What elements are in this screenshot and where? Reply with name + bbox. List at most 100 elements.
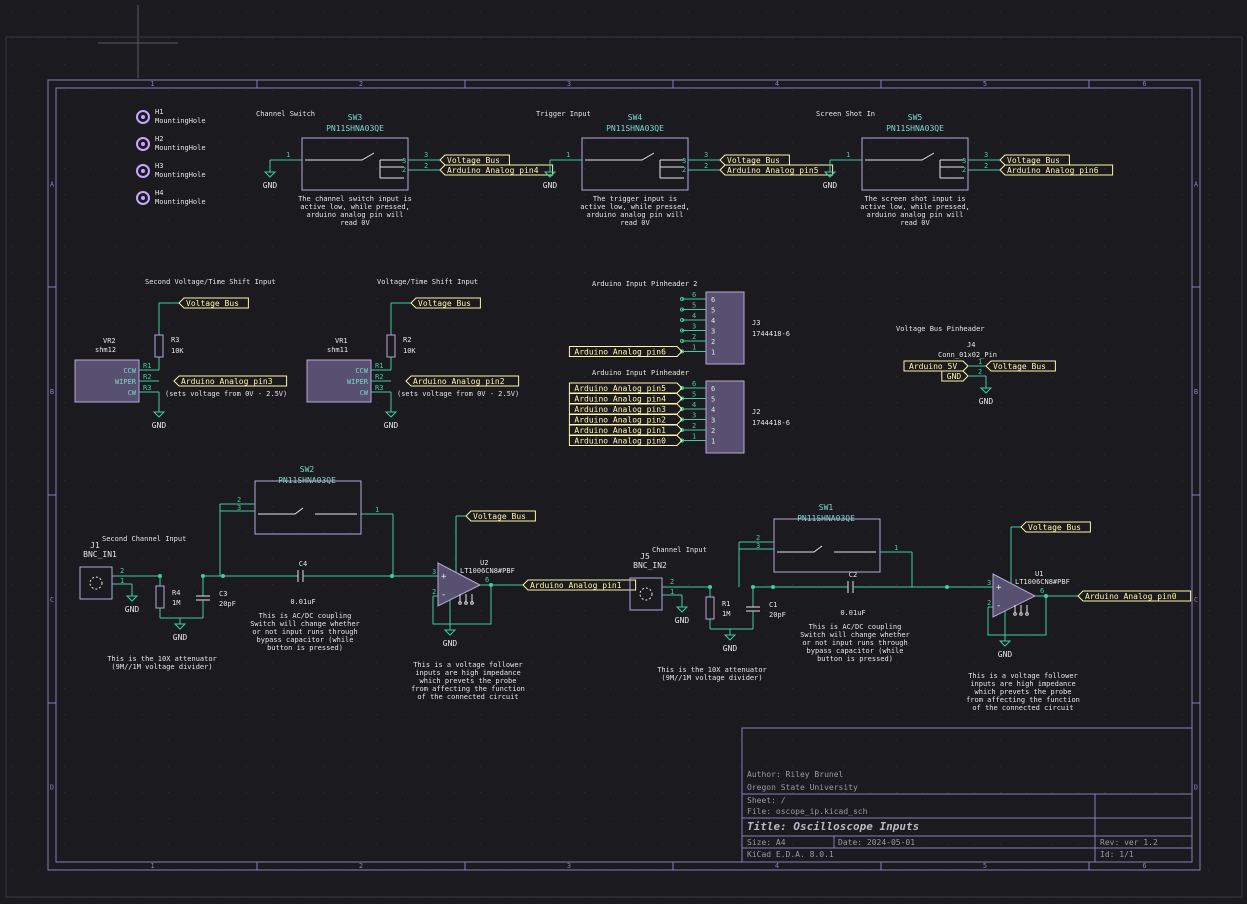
pin-number: 6 <box>692 291 696 299</box>
grid-dot <box>428 116 429 117</box>
grid-dot <box>1104 402 1105 403</box>
grid-dot <box>38 168 39 169</box>
grid-dot <box>480 350 481 351</box>
grid-dot <box>558 428 559 429</box>
grid-dot <box>12 818 13 819</box>
grid-dot <box>532 662 533 663</box>
global-label-text: Voltage_Bus <box>727 156 780 165</box>
pin-number: 3 <box>432 568 436 576</box>
pin-number: 2 <box>120 567 124 575</box>
grid-dot <box>584 38 585 39</box>
grid-dot <box>12 168 13 169</box>
grid-dot <box>870 350 871 351</box>
grid-dot <box>298 12 299 13</box>
grid-dot <box>116 350 117 351</box>
grid-dot <box>818 272 819 273</box>
header-pin-number: 2 <box>711 427 715 435</box>
grid-dot <box>1156 38 1157 39</box>
bnc-icon <box>639 587 653 601</box>
grid-dot <box>922 142 923 143</box>
grid-dot <box>584 428 585 429</box>
grid-dot <box>844 480 845 481</box>
grid-dot <box>168 298 169 299</box>
gnd-label: GND <box>543 181 558 190</box>
org-text: Oregon State University <box>747 783 858 792</box>
grid-dot <box>1182 428 1183 429</box>
grid-dot <box>350 688 351 689</box>
grid-dot <box>974 324 975 325</box>
grid-dot <box>38 64 39 65</box>
grid-dot <box>1130 714 1131 715</box>
grid-dot <box>948 428 949 429</box>
grid-dot <box>818 636 819 637</box>
grid-dot <box>454 844 455 845</box>
grid-dot <box>714 532 715 533</box>
grid-dot <box>142 818 143 819</box>
grid-dot <box>272 194 273 195</box>
grid-dot <box>12 532 13 533</box>
switch-ref: SW1 <box>819 503 834 512</box>
grid-dot <box>298 220 299 221</box>
grid-dot <box>792 350 793 351</box>
grid-dot <box>350 220 351 221</box>
grid-dot <box>1026 636 1027 637</box>
resistor-body <box>705 596 715 620</box>
grid-dot <box>428 168 429 169</box>
grid-dot <box>1130 688 1131 689</box>
grid-dot <box>428 90 429 91</box>
follower-note: of the connected circuit <box>417 693 518 701</box>
grid-dot <box>610 584 611 585</box>
grid-dot <box>1208 714 1209 715</box>
grid-dot <box>402 168 403 169</box>
pin-number: 2 <box>670 578 674 586</box>
grid-dot <box>636 12 637 13</box>
grid-dot <box>480 168 481 169</box>
grid-dot <box>688 584 689 585</box>
grid-dot <box>1208 506 1209 507</box>
grid-dot <box>142 714 143 715</box>
grid-dot <box>350 116 351 117</box>
grid-dot <box>194 610 195 611</box>
grid-dot <box>740 610 741 611</box>
grid-dot <box>818 350 819 351</box>
grid-dot <box>402 818 403 819</box>
grid-dot <box>1052 714 1053 715</box>
grid-dot <box>1234 38 1235 39</box>
capacitor-ref: C3 <box>219 590 227 598</box>
grid-dot <box>818 168 819 169</box>
grid-dot <box>792 142 793 143</box>
grid-dot <box>948 844 949 845</box>
grid-dot <box>688 558 689 559</box>
grid-dot <box>1156 142 1157 143</box>
grid-dot <box>12 740 13 741</box>
grid-dot <box>376 480 377 481</box>
grid-dot <box>870 584 871 585</box>
grid-dot <box>714 688 715 689</box>
grid-dot <box>298 792 299 793</box>
grid-dot <box>1104 558 1105 559</box>
grid-dot <box>766 298 767 299</box>
capacitor-value: 20pF <box>769 611 786 619</box>
grid-dot <box>38 194 39 195</box>
grid-dot <box>870 64 871 65</box>
grid-dot <box>272 246 273 247</box>
grid-dot <box>142 740 143 741</box>
grid-dot <box>870 90 871 91</box>
grid-dot <box>194 220 195 221</box>
grid-dot <box>1052 168 1053 169</box>
grid-dot <box>480 64 481 65</box>
grid-dot <box>1052 558 1053 559</box>
grid-dot <box>1208 142 1209 143</box>
grid-dot <box>220 428 221 429</box>
grid-dot <box>584 532 585 533</box>
grid-dot <box>454 194 455 195</box>
grid-dot <box>1234 558 1235 559</box>
grid-dot <box>90 480 91 481</box>
grid-dot <box>844 844 845 845</box>
grid-dot <box>12 870 13 871</box>
grid-dot <box>662 714 663 715</box>
grid-dot <box>974 246 975 247</box>
grid-dot <box>688 480 689 481</box>
grid-dot <box>1208 610 1209 611</box>
